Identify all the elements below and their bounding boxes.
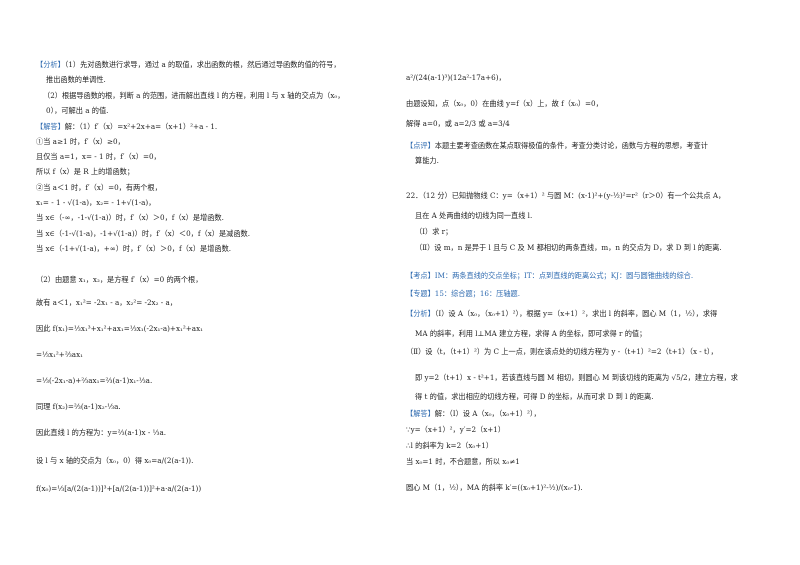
text-line: 故有 a＜1，x₁²= -2x₁ - a，x₂²= -2x₂ - a， <box>36 298 177 307</box>
formula-line: 因此 f(x₁)=⅓x₁³+x₁²+ax₁=⅓x₁(-2x₁-a)+x₁²+ax… <box>36 324 204 333</box>
text-line: 推出函数的单调性. <box>46 75 106 84</box>
keypoint-line: 【考点】IM：两条直线的交点坐标；IT：点到直线的距离公式；KJ：圆与圆锥曲线的… <box>406 271 694 280</box>
text-line: 当 x₀=1 时，不合题意，所以 x₀≠1 <box>406 457 520 466</box>
text-line: （Ⅱ）设 m，n 是异于 l 且与 C 及 M 都相切的两条直线，m，n 的交点… <box>415 243 722 252</box>
formula-line: f(x₀)=⅓[a/(2(a-1))]³+[a/(2(a-1))]²+a·a/(… <box>36 484 202 493</box>
keypoint-tag: 【考点】 <box>406 271 435 280</box>
text-line: 解得 a=0，或 a=2/3 或 a=3/4 <box>406 119 510 128</box>
text-line: 当 x∈（-∞，-1-√(1-a)）时，f′（x）＞0，f（x）是增函数. <box>36 213 224 222</box>
analysis-tag: 【分析】 <box>406 309 435 318</box>
text-line: 即 y=2（t+1）x - t²+1，若该直线与圆 M 相切，则圆心 M 到该切… <box>415 373 738 382</box>
analysis-tag: 【分析】 <box>36 60 65 69</box>
question-22: 22．（12 分）已知抛物线 C：y=（x+1）² 与圆 M：(x-1)²+(y… <box>406 191 726 200</box>
formula-line: 圆心 M（1，½），MA 的斜率 k′=((x₀+1)²-½)/(x₀-1). <box>406 483 583 492</box>
formula-line: 同理 f(x₂)=⅔(a-1)x₂-⅓a. <box>36 402 121 411</box>
text-line: 且在 A 处两曲线的切线为同一直线 l. <box>415 211 533 220</box>
text-line: ①当 a≥1 时，f′（x）≥0， <box>36 137 125 146</box>
formula-line: 因此直线 l 的方程为：y=⅔(a-1)x - ⅓a. <box>36 428 167 437</box>
text-line: 得 t 的值，求出相应的切线方程，可得 D 的坐标，从而可求 D 到 l 的距离… <box>415 392 654 401</box>
text-line: 算能力. <box>415 156 439 165</box>
text-line: 且仅当 a=1，x= - 1 时，f′（x）=0， <box>36 152 161 161</box>
solution-line: 【解答】解：（1）f′（x）=x²+2x+a=（x+1）²+a - 1. <box>36 122 218 131</box>
formula-line: a²/(24(a-1)³)(12a²-17a+6)， <box>406 73 506 82</box>
formula-line: =⅓x₁²+⅔ax₁ <box>36 350 84 359</box>
text-line: 所以 f（x）是 R 上的增函数； <box>36 167 135 176</box>
text-line: （Ⅰ）求 r； <box>415 227 453 236</box>
text-line: MA 的斜率，利用 l⊥MA 建立方程，求得 A 的坐标，即可求得 r 的值； <box>415 329 647 338</box>
solution-tag: 【解答】 <box>406 409 435 418</box>
text-line: （2）由题意 x₁，x₂，是方程 f′（x）=0 的两个根， <box>36 275 203 284</box>
text-line: 当 x∈（-1-√(1-a)，-1+√(1-a)）时，f′（x）＜0，f（x）是… <box>36 229 250 238</box>
topic-tag: 【专题】 <box>406 289 435 298</box>
text-line: 0），可解出 a 的值. <box>46 106 109 115</box>
topic-line: 【专题】15：综合题；16：压轴题. <box>406 289 521 298</box>
text-line: ②当 a＜1 时，f′（x）=0，有两个根， <box>36 183 162 192</box>
formula-line: =⅓(-2x₁-a)+⅔ax₁=⅔(a-1)x₁-⅓a. <box>36 376 153 385</box>
analysis-line: 【分析】（1）先对函数进行求导，通过 a 的取值，求出函数的根，然后通过导函数的… <box>36 60 341 69</box>
text-line: 由题设知，点（x₀，0）在曲线 y=f（x）上，故 f（x₀）=0， <box>406 99 603 108</box>
review-line: 【点评】本题主要考查函数在某点取得极值的条件，考查分类讨论，函数与方程的思想，考… <box>406 141 708 150</box>
formula-line: 设 l 与 x 轴的交点为（x₀，0）得 x₀=a/(2(a-1)). <box>36 456 194 465</box>
review-tag: 【点评】 <box>406 141 435 150</box>
text-line: ∵y=（x+1）²，y′=2（x+1） <box>406 425 506 434</box>
text-line: （2）根据导函数的根，判断 a 的范围，进而解出直线 l 的方程，利用 l 与 … <box>43 91 345 100</box>
solution-tag: 【解答】 <box>36 122 65 131</box>
text-line: x₁= - 1 - √(1-a)，x₂= - 1+√(1-a)， <box>36 198 156 207</box>
text-line: 当 x∈（-1+√(1-a)，+∞）时，f′（x）＞0，f（x）是增函数. <box>36 244 232 253</box>
text-line: （Ⅱ）设（t，（t+1）²）为 C 上一点，则在该点处的切线方程为 y -（t+… <box>406 347 718 356</box>
text-line: ∴l 的斜率为 k=2（x₀+1） <box>406 441 494 450</box>
solution-line: 【解答】解：（Ⅰ）设 A（x₀，（x₀+1）²）， <box>406 409 541 418</box>
analysis-line: 【分析】（Ⅰ）设 A（x₀，（x₀+1）²），根据 y=（x+1）²，求出 l … <box>406 309 718 318</box>
